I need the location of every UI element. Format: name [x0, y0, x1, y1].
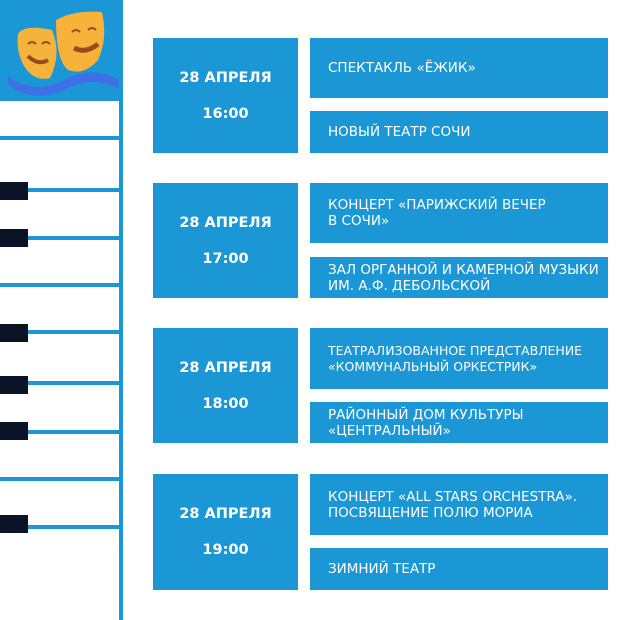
- black-key: [0, 515, 28, 533]
- piano-line: [0, 236, 120, 240]
- piano-line: [0, 525, 120, 529]
- event-time: 17:00: [202, 250, 249, 267]
- event-datetime: 28 АПРЕЛЯ 17:00: [153, 183, 298, 298]
- black-key: [0, 422, 28, 440]
- event-title: КОНЦЕРТ «ПАРИЖСКИЙ ВЕЧЕР В СОЧИ»: [310, 183, 608, 243]
- black-key: [0, 376, 28, 394]
- theatre-masks-icon: [8, 11, 122, 96]
- piano-line: [0, 188, 120, 192]
- event-venue: НОВЫЙ ТЕАТР СОЧИ: [310, 111, 608, 153]
- black-key: [0, 182, 28, 200]
- event-time: 19:00: [202, 542, 249, 558]
- piano-line: [0, 477, 120, 481]
- black-key: [0, 324, 28, 342]
- event-datetime: 28 АПРЕЛЯ 18:00: [153, 328, 298, 443]
- piano-line: [0, 283, 120, 287]
- event-venue: РАЙОННЫЙ ДОМ КУЛЬТУРЫ «ЦЕНТРАЛЬНЫЙ»: [310, 402, 608, 443]
- event-datetime: 28 АПРЕЛЯ 16:00: [153, 38, 298, 153]
- event-time: 18:00: [202, 395, 249, 412]
- event-title: СПЕКТАКЛЬ «ЁЖИК»: [310, 38, 608, 98]
- piano-line: [0, 136, 120, 140]
- event-venue: ЗАЛ ОРГАННОЙ И КАМЕРНОЙ МУЗЫКИ ИМ. А.Ф. …: [310, 257, 608, 298]
- piano-line: [0, 330, 120, 334]
- piano-line: [0, 430, 120, 434]
- event-date: 28 АПРЕЛЯ: [179, 214, 272, 231]
- event-venue: ЗИМНИЙ ТЕАТР: [310, 548, 608, 590]
- divider: [119, 0, 123, 620]
- event-title: КОНЦЕРТ «ALL STARS ORCHESTRA». ПОСВЯЩЕНИ…: [310, 474, 608, 535]
- piano-line: [0, 381, 120, 385]
- event-datetime: 28 АПРЕЛЯ 19:00: [153, 474, 298, 590]
- event-date: 28 АПРЕЛЯ: [179, 69, 272, 86]
- event-date: 28 АПРЕЛЯ: [179, 506, 272, 522]
- piano-decoration: [0, 0, 123, 620]
- event-title: ТЕАТРАЛИЗОВАННОЕ ПРЕДСТАВЛЕНИЕ «КОММУНАЛ…: [310, 328, 608, 389]
- black-key: [0, 229, 28, 247]
- event-time: 16:00: [202, 105, 249, 122]
- event-date: 28 АПРЕЛЯ: [179, 359, 272, 376]
